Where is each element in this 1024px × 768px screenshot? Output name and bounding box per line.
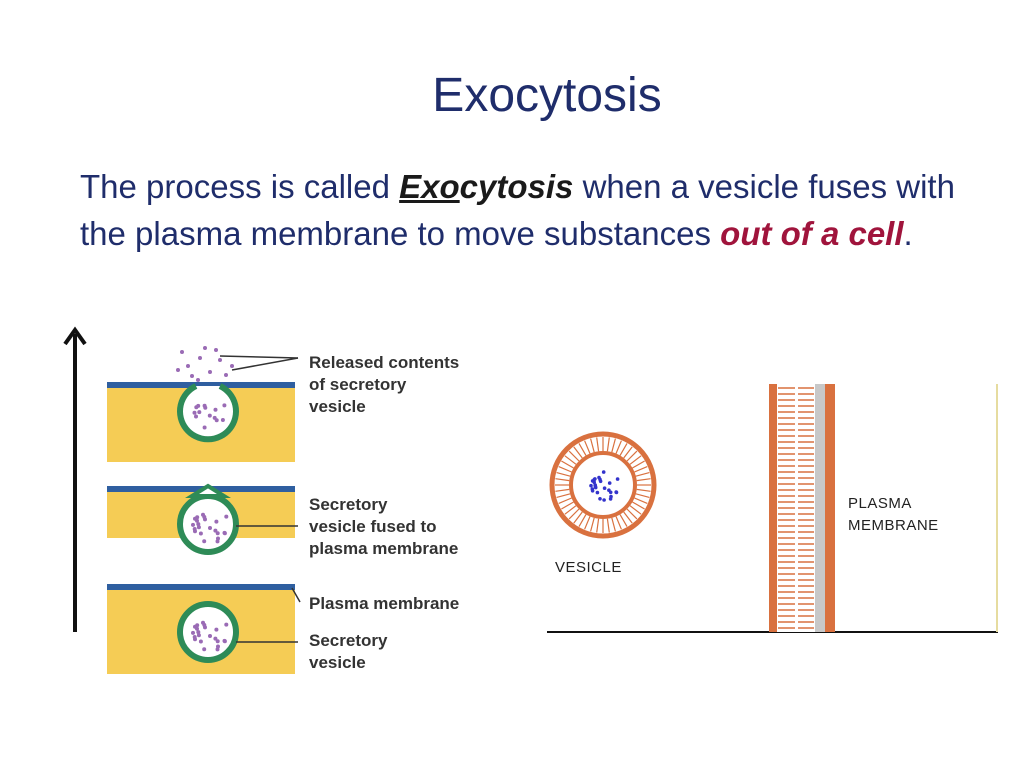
label-secretory-1: Secretory <box>309 631 388 650</box>
label-fused-2: vesicle fused to <box>309 517 437 536</box>
label-plasma-1: PLASMA <box>848 495 912 512</box>
plasma-membrane <box>107 584 295 590</box>
label-plasma-2: MEMBRANE <box>848 517 939 534</box>
plasma-membrane <box>107 382 295 388</box>
term-prefix: Exo <box>399 168 460 205</box>
vesicle-membrane-diagram: VESICLE PLASMA MEMBRANE <box>547 384 998 633</box>
label-fused-1: Secretory <box>309 495 388 514</box>
emphasis-out-of-cell: out of a cell <box>720 215 904 252</box>
label-released-3: vesicle <box>309 397 366 416</box>
label-released-1: Released contents <box>309 353 459 372</box>
body-text: The process is called Exocytosis when a … <box>80 163 980 257</box>
released-particles <box>176 346 234 382</box>
panel-fused-vesicle: Secretory vesicle fused to plasma membra… <box>107 483 458 558</box>
open-vesicle <box>177 383 239 443</box>
label-plasma-membrane: Plasma membrane <box>309 594 459 613</box>
body-text-part1: The process is called <box>80 168 400 205</box>
plasma-membrane-bilayer <box>769 384 835 632</box>
panel-released-contents: Released contents of secretory vesicle <box>107 346 459 462</box>
label-fused-3: plasma membrane <box>309 539 458 558</box>
vesicle-contents <box>589 470 620 502</box>
body-text-part3: . <box>903 215 913 252</box>
vesicle-bilayer <box>549 431 657 539</box>
exocytosis-stages-diagram: Released contents of secretory vesicle S… <box>63 326 459 674</box>
vesicle-contents <box>192 403 227 430</box>
vesicle-contents <box>191 620 229 652</box>
time-arrow <box>63 326 87 632</box>
label-vesicle: VESICLE <box>555 559 622 576</box>
term-suffix: cytosis <box>459 168 574 205</box>
label-released-2: of secretory <box>309 375 407 394</box>
secretory-vesicle <box>177 601 239 663</box>
panel-secretory-vesicle: Plasma membrane Secretory vesicle <box>107 584 459 674</box>
vesicle-contents <box>191 512 229 544</box>
label-secretory-2: vesicle <box>309 653 366 672</box>
fused-vesicle <box>177 493 239 555</box>
term-exocytosis: Exocytosis <box>399 168 573 205</box>
slide-title: Exocytosis <box>432 69 662 122</box>
body-text-part2: when a vesicle fuses with the plasma mem… <box>80 168 955 252</box>
